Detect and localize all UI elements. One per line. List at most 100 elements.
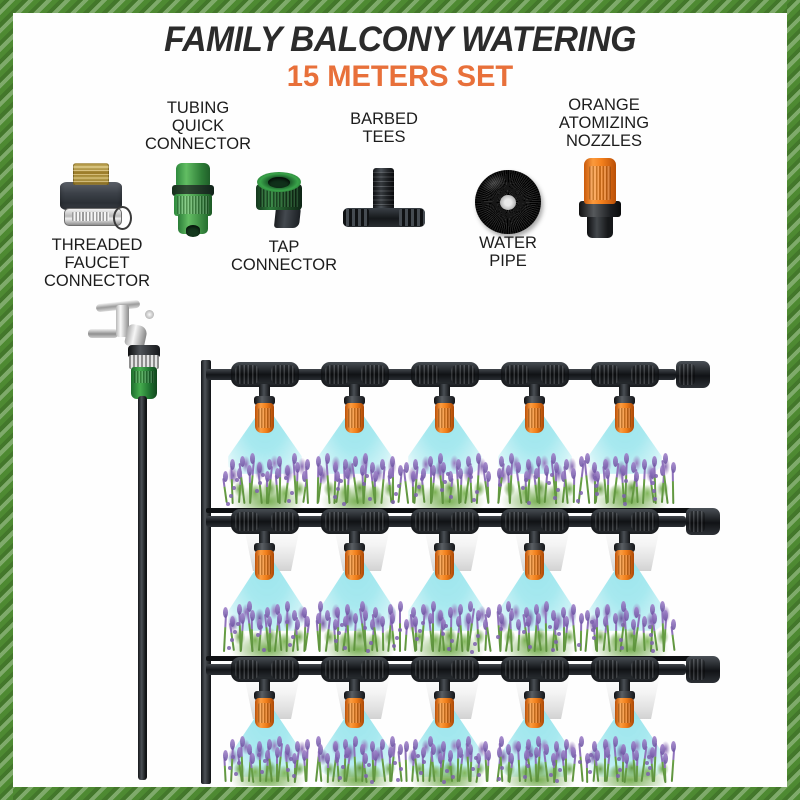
lavender-bloom (533, 603, 539, 615)
fallen-petal (529, 753, 533, 757)
fallen-petal (341, 765, 345, 769)
lavender-bloom (526, 458, 532, 470)
lavender-bloom (304, 738, 310, 750)
fallen-petal (622, 494, 626, 498)
lavender-sprig (240, 742, 245, 783)
barbed-tees-label: BARBED TEES (350, 110, 418, 146)
fallen-petal (548, 625, 552, 629)
atomizing-nozzle (435, 403, 454, 433)
lavender-bloom (292, 452, 298, 464)
lavender-bloom (458, 603, 464, 615)
lavender-bloom (345, 603, 351, 615)
nozzle-drop (529, 531, 540, 547)
border-bottom (0, 787, 800, 800)
lavender-bloom (360, 465, 366, 477)
nozzle-drop (349, 531, 360, 547)
lavender-bloom (380, 616, 386, 628)
fallen-petal (473, 642, 477, 646)
barbed-tee (231, 657, 299, 682)
lavender-bloom (360, 744, 366, 756)
lavender-plant (222, 452, 314, 508)
fallen-petal (590, 620, 594, 624)
lavender-bloom (670, 462, 676, 473)
lavender-bloom (315, 735, 321, 747)
lavender-bloom (483, 741, 489, 753)
fallen-petal (367, 763, 371, 767)
fallen-petal (618, 768, 622, 772)
fallen-petal (500, 766, 504, 770)
fallen-petal (260, 770, 264, 774)
supply-hose (138, 396, 147, 780)
lavender-bloom (496, 746, 502, 758)
fallen-petal (557, 632, 561, 636)
lavender-bloom (670, 619, 676, 631)
lavender-bloom (390, 455, 396, 467)
lavender-bloom (229, 738, 235, 750)
lavender-bloom (592, 619, 598, 631)
lavender-plant (582, 452, 678, 508)
lavender-plant (312, 735, 404, 786)
lavender-sprig (441, 626, 446, 652)
lavender-bloom (397, 465, 403, 477)
lavender-bloom (372, 749, 378, 761)
lavender-plant (582, 600, 678, 656)
lavender-bloom (294, 619, 300, 631)
nozzle-drop (259, 384, 270, 400)
lavender-bloom (578, 455, 584, 467)
fallen-petal (527, 501, 531, 505)
lavender-bloom (267, 458, 273, 470)
fallen-petal (287, 499, 291, 503)
lavender-sprig (543, 751, 550, 783)
lavender-bloom (620, 465, 626, 477)
nozzle-drop (349, 384, 360, 400)
atomizing-nozzle (255, 698, 274, 728)
fallen-petal (233, 630, 237, 634)
pipe-end-cap (676, 361, 710, 388)
lavender-sprig (516, 748, 521, 783)
barbed-tee (411, 657, 479, 682)
lavender-sprig (584, 616, 590, 652)
fallen-petal (235, 478, 239, 482)
fallen-petal (443, 480, 447, 484)
fallen-petal (553, 496, 557, 500)
fallen-petal (255, 489, 259, 493)
lavender-bloom (483, 462, 489, 473)
lavender-sprig (671, 468, 675, 504)
lavender-bloom (292, 610, 298, 621)
lavender-sprig (614, 620, 617, 652)
lavender-bloom (498, 613, 504, 625)
lavender-bloom (448, 749, 454, 761)
lavender-sprig (295, 626, 299, 652)
fallen-petal (623, 502, 627, 506)
lavender-bloom (370, 741, 376, 753)
lavender-bloom (551, 752, 557, 764)
lavender-bloom (430, 465, 436, 477)
lavender-bloom (475, 452, 481, 464)
lavender-sprig (570, 610, 577, 652)
lavender-bloom (652, 455, 658, 467)
lavender-bloom (455, 458, 461, 470)
nozzle-drop (439, 679, 450, 695)
fallen-petal (336, 487, 340, 491)
lavender-bloom (428, 455, 434, 467)
barbed-tee (321, 362, 389, 387)
lavender-sprig (381, 623, 384, 652)
fallen-petal (499, 627, 503, 631)
lavender-bloom (605, 746, 611, 758)
fallen-petal (362, 482, 366, 486)
lavender-sprig (429, 462, 432, 504)
fallen-petal (651, 649, 655, 653)
lavender-bloom (634, 606, 640, 618)
fallen-petal (392, 644, 396, 648)
fallen-petal (398, 628, 402, 632)
nozzle-drop (619, 679, 630, 695)
fallen-petal (528, 645, 532, 649)
barbed-tee (231, 509, 299, 534)
fallen-petal (442, 780, 446, 784)
lavender-bloom (362, 452, 368, 464)
lavender-bloom (662, 610, 668, 621)
fallen-petal (344, 754, 348, 758)
lavender-bloom (563, 738, 569, 750)
fallen-petal (397, 484, 401, 488)
